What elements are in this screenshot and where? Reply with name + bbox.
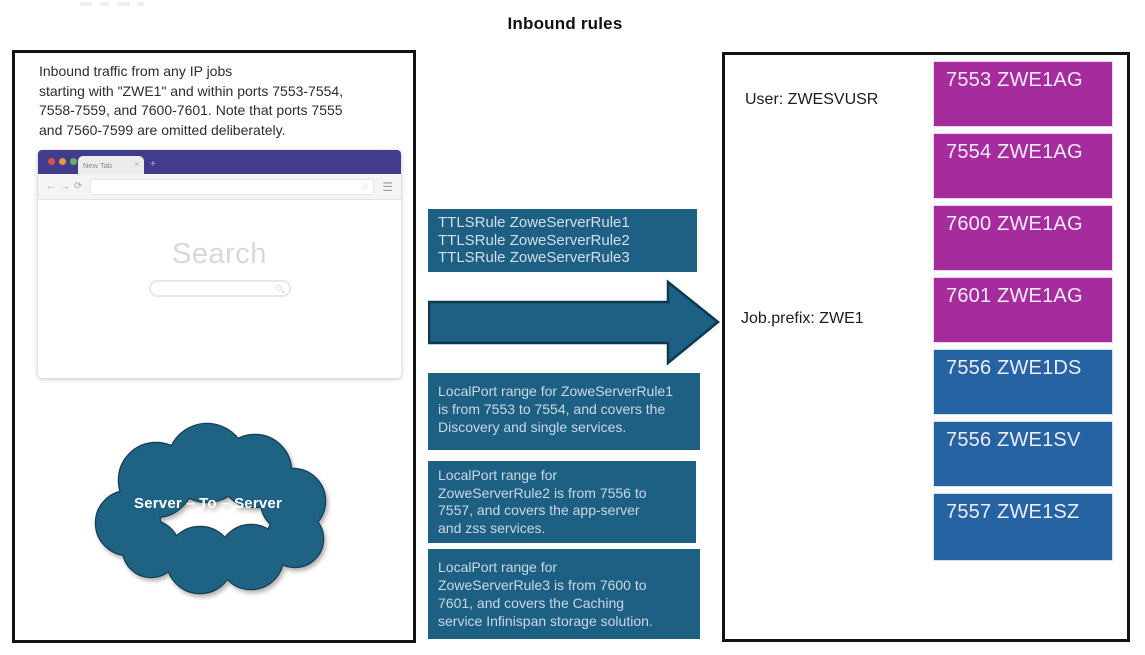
port-box: 7601 ZWE1AG — [933, 277, 1113, 343]
artifact-dash — [100, 2, 109, 6]
tab-close-icon: × — [134, 160, 139, 169]
artifact-dash — [138, 2, 144, 6]
port-box: 7554 ZWE1AG — [933, 133, 1113, 199]
search-heading: Search — [172, 238, 267, 270]
port-label: 7556 ZWE1DS — [946, 357, 1082, 379]
inbound-traffic-description: Inbound traffic from any IP jobs startin… — [39, 63, 344, 138]
cloud-shape — [94, 422, 327, 595]
cloud-label: Server – To – Server — [134, 495, 282, 512]
port-label: 7554 ZWE1AG — [946, 141, 1083, 163]
user-label: User: ZWESVUSR — [745, 91, 879, 108]
port-box: 7553 ZWE1AG — [933, 61, 1113, 127]
port-box: 7557 ZWE1SZ — [933, 493, 1113, 561]
minimize-window-icon — [59, 158, 66, 165]
window-controls — [48, 158, 77, 165]
forward-icon: → — [60, 180, 70, 192]
source-panel: Inbound traffic from any IP jobs startin… — [12, 50, 416, 643]
port-list: 7553 ZWE1AG 7554 ZWE1AG 7600 ZWE1AG 7601… — [933, 61, 1113, 561]
localport-rule2-box: LocalPort range for ZoweServerRule2 is f… — [428, 461, 696, 543]
star-icon: ☆ — [361, 181, 370, 191]
localport-rule3-box: LocalPort range for ZoweServerRule3 is f… — [428, 549, 700, 639]
ttls-rules-box: TTLSRule ZoweServerRule1 TTLSRule ZoweSe… — [428, 209, 697, 272]
target-panel: User: ZWESVUSR Job.prefix: ZWE1 7553 ZWE… — [722, 52, 1130, 642]
port-box: 7556 ZWE1DS — [933, 349, 1113, 415]
browser-tab: New Tab × — [78, 156, 144, 174]
close-window-icon — [48, 158, 55, 165]
search-icon — [275, 285, 282, 291]
localport-rule1-box: LocalPort range for ZoweServerRule1 is f… — [428, 373, 700, 450]
page-title: Inbound rules — [507, 14, 623, 33]
port-label: 7553 ZWE1AG — [946, 69, 1083, 91]
browser-titlebar: New Tab × + — [38, 150, 401, 174]
tab-label: New Tab — [83, 160, 113, 170]
server-to-server-cloud: Server – To – Server — [83, 413, 333, 597]
port-box: 7600 ZWE1AG — [933, 205, 1113, 271]
artifact-dash — [80, 2, 92, 6]
menu-icon: ☰ — [382, 179, 393, 194]
reload-icon: ⟳ — [74, 180, 83, 192]
back-icon: ← — [46, 180, 56, 192]
browser-mockup: New Tab × + ← → ⟳ ☆ ☰ Search — [38, 150, 401, 378]
artifact-dash — [117, 2, 130, 6]
port-label: 7601 ZWE1AG — [946, 285, 1083, 307]
flow-arrow — [427, 279, 722, 367]
port-label: 7557 ZWE1SZ — [946, 501, 1080, 523]
maximize-window-icon — [70, 158, 77, 165]
address-bar: ☆ — [90, 178, 375, 195]
port-box: 7556 ZWE1SV — [933, 421, 1113, 487]
browser-page: Search — [38, 200, 401, 377]
port-label: 7600 ZWE1AG — [946, 213, 1083, 235]
new-tab-icon: + — [150, 159, 156, 170]
job-prefix-label: Job.prefix: ZWE1 — [741, 310, 864, 327]
search-input — [148, 280, 291, 297]
cropped-text-artifact — [80, 2, 144, 6]
port-label: 7556 ZWE1SV — [946, 429, 1081, 451]
browser-navbar: ← → ⟳ ☆ ☰ — [38, 174, 401, 200]
